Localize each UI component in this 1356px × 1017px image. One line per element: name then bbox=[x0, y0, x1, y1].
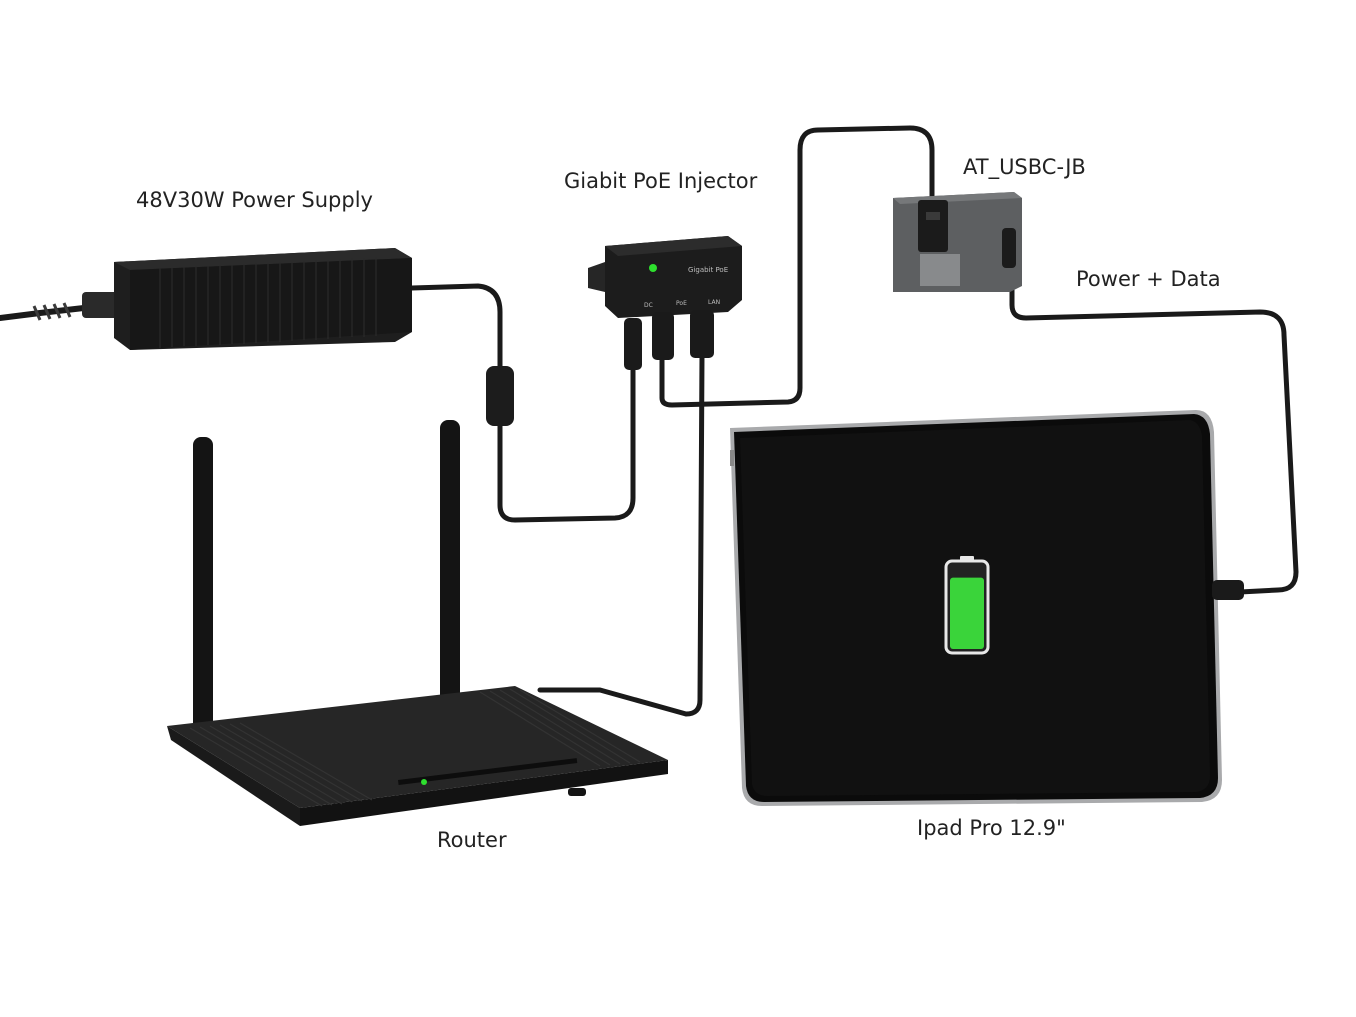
router-led bbox=[421, 779, 427, 785]
router-led-strip bbox=[397, 758, 578, 785]
ferrite-bead bbox=[486, 366, 514, 426]
psu-dc-cable bbox=[409, 283, 636, 523]
router-foot bbox=[568, 788, 586, 796]
battery-icon bbox=[944, 556, 990, 655]
adapter-usbc-port bbox=[1002, 228, 1016, 268]
dc-plug bbox=[624, 318, 642, 370]
lan-rj45-boot bbox=[690, 310, 714, 358]
router bbox=[167, 420, 668, 826]
label-ipad: Ipad Pro 12.9" bbox=[917, 816, 1066, 840]
ipad-side-button bbox=[730, 450, 734, 466]
injector-led bbox=[649, 264, 657, 272]
lan-cable bbox=[537, 352, 705, 717]
adapter-rj45-port bbox=[918, 200, 948, 252]
adapter-side-panel bbox=[920, 254, 960, 286]
poe-cable bbox=[659, 125, 935, 408]
poe-rj45-boot bbox=[652, 312, 674, 360]
antenna-left bbox=[193, 437, 213, 737]
power-supply bbox=[114, 248, 412, 350]
injector-port-poe: PoE bbox=[676, 300, 687, 307]
label-power-data: Power + Data bbox=[1076, 267, 1221, 291]
label-poe-injector: Giabit PoE Injector bbox=[564, 169, 758, 193]
injector-port-dc: DC bbox=[644, 302, 653, 309]
antenna-right bbox=[440, 420, 460, 710]
injector-port-lan: LAN bbox=[708, 299, 720, 306]
cables bbox=[0, 125, 1299, 717]
ac-cord-ribs bbox=[32, 302, 72, 321]
battery-fill bbox=[950, 577, 984, 649]
usbc-adapter bbox=[893, 192, 1022, 292]
injector-brand: Gigabit PoE bbox=[688, 266, 728, 274]
ac-plug bbox=[82, 292, 120, 318]
usbc-cable bbox=[1009, 272, 1299, 595]
injector-mount-tab bbox=[588, 262, 605, 292]
label-usbc-adapter: AT_USBC-JB bbox=[963, 155, 1086, 179]
label-power-supply: 48V30W Power Supply bbox=[136, 188, 373, 212]
poe-injector: Gigabit PoE DC PoE LAN bbox=[588, 236, 742, 370]
ipad-usbc-plug bbox=[1212, 580, 1244, 600]
adapter-rj45-clip bbox=[926, 212, 940, 220]
label-router: Router bbox=[437, 828, 507, 852]
